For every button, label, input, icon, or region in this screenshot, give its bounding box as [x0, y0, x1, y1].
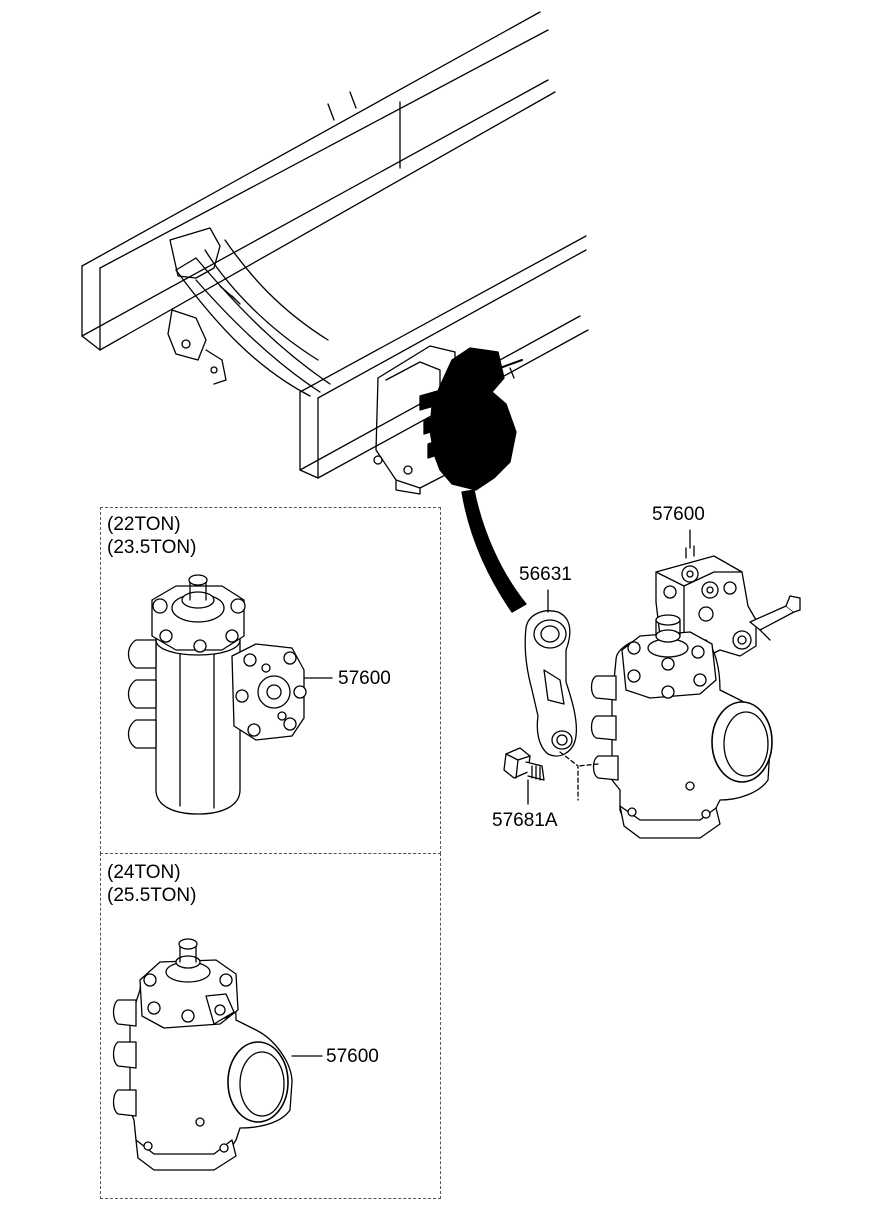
variant-box-24ton: [100, 853, 441, 1199]
variant-caption-line: (25.5TON): [107, 885, 197, 907]
variant-caption-line: (23.5TON): [107, 537, 197, 559]
pitman-arm: [524, 610, 578, 757]
variant-caption-22ton: (22TON) (23.5TON): [107, 513, 196, 559]
part-label-gear-box-24ton: 57600: [326, 1046, 379, 1067]
part-label-pitman-arm: 56631: [519, 564, 572, 585]
part-label-gear-box-22ton: 57600: [338, 668, 391, 689]
part-label-gear-box: 57600: [652, 504, 705, 525]
variant-caption-line: (24TON): [107, 862, 181, 883]
variant-caption-line: (22TON): [107, 514, 181, 535]
variant-caption-24ton: (24TON) (25.5TON): [107, 861, 196, 907]
steering-gear-box-main: [590, 545, 801, 839]
part-label-bolt: 57681A: [492, 810, 558, 831]
steering-gear-box-22ton: [127, 574, 307, 815]
callout-curve: [461, 489, 527, 613]
steering-gear-box-24ton: [112, 938, 293, 1171]
bolt: [503, 747, 545, 781]
highlighted-steering-gear: [419, 347, 517, 491]
